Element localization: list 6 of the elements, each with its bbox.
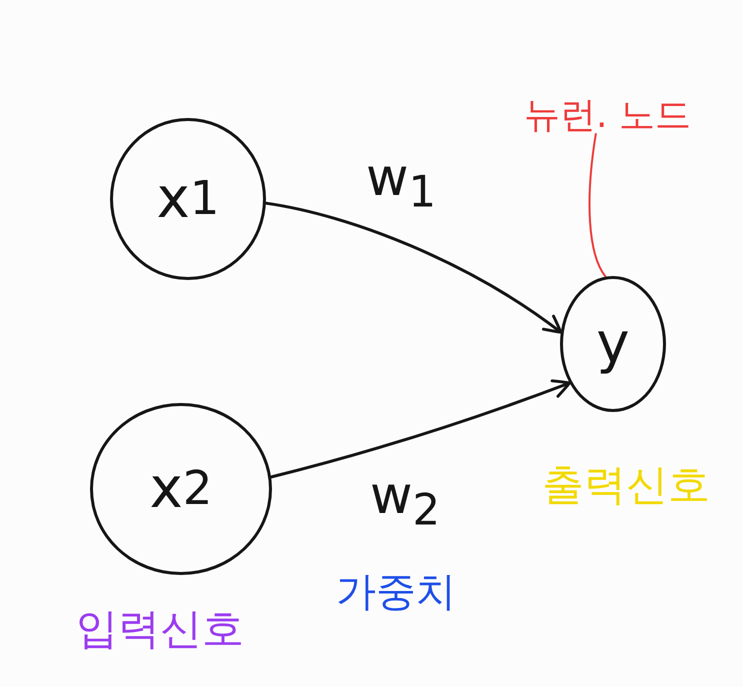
label-text: 가중치 [336, 570, 456, 614]
label-text: 입력신호 [76, 606, 244, 652]
leader-line [588, 133, 607, 278]
annotation-text: 뉴런. 노드 [524, 98, 691, 134]
node-caption: 출력신호 [542, 462, 710, 508]
circle-node: y [560, 276, 666, 412]
